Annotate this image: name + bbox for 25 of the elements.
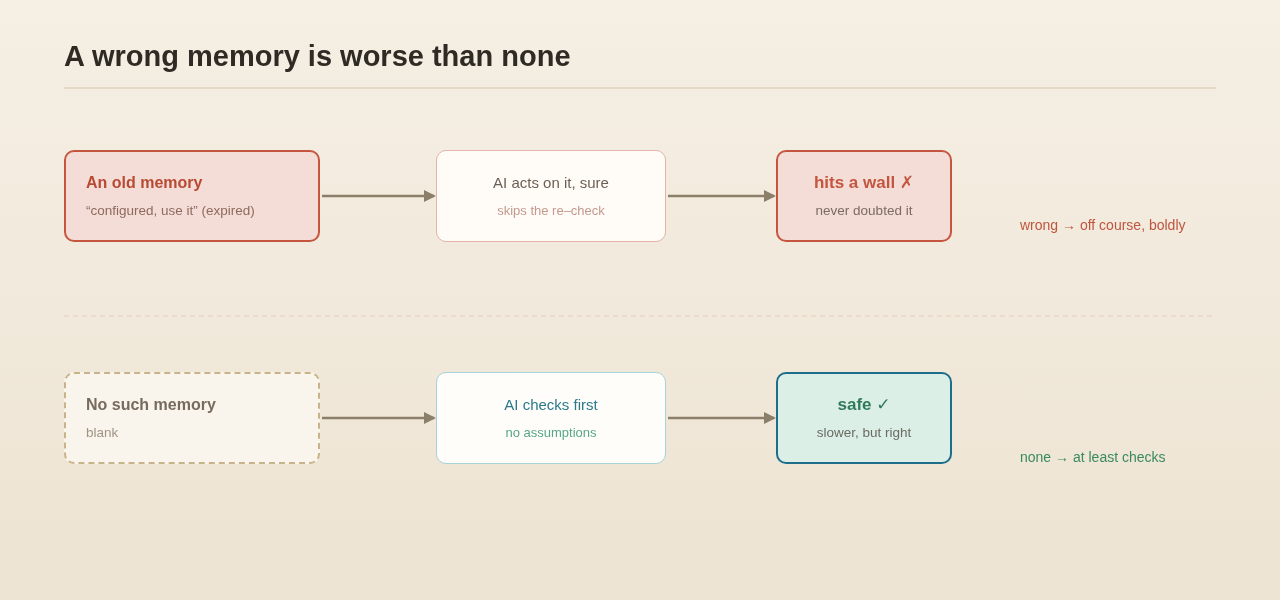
diagram-title: A wrong memory is worse than none	[64, 39, 571, 74]
arrow	[668, 190, 776, 202]
action-box	[436, 372, 666, 464]
memory-box	[64, 372, 320, 464]
memory-box	[64, 150, 320, 242]
arrow	[322, 412, 436, 424]
node-subtitle: no assumptions	[505, 423, 597, 442]
node-subtitle: “configured, use it” (expired)	[86, 201, 255, 220]
node-heading: hits a wall ✗	[813, 172, 915, 193]
node-heading: No such memory	[86, 394, 216, 415]
node-heading: safe ✓	[837, 394, 891, 415]
node-subtitle: never doubted it	[815, 201, 913, 220]
node-subtitle: skips the re–check	[497, 201, 605, 220]
arrow	[668, 412, 776, 424]
node-heading: An old memory	[86, 172, 203, 193]
arrow	[322, 190, 436, 202]
node-heading: AI checks first	[504, 394, 598, 415]
side-note: wrong → off course, boldly	[1020, 216, 1186, 234]
outcome-box	[776, 372, 952, 464]
outcome-box	[776, 150, 952, 242]
node-subtitle: slower, but right	[816, 423, 912, 442]
node-heading: AI acts on it, sure	[493, 172, 609, 193]
action-box	[436, 150, 666, 242]
node-subtitle: blank	[86, 423, 119, 442]
side-note: none → at least checks	[1020, 448, 1166, 466]
